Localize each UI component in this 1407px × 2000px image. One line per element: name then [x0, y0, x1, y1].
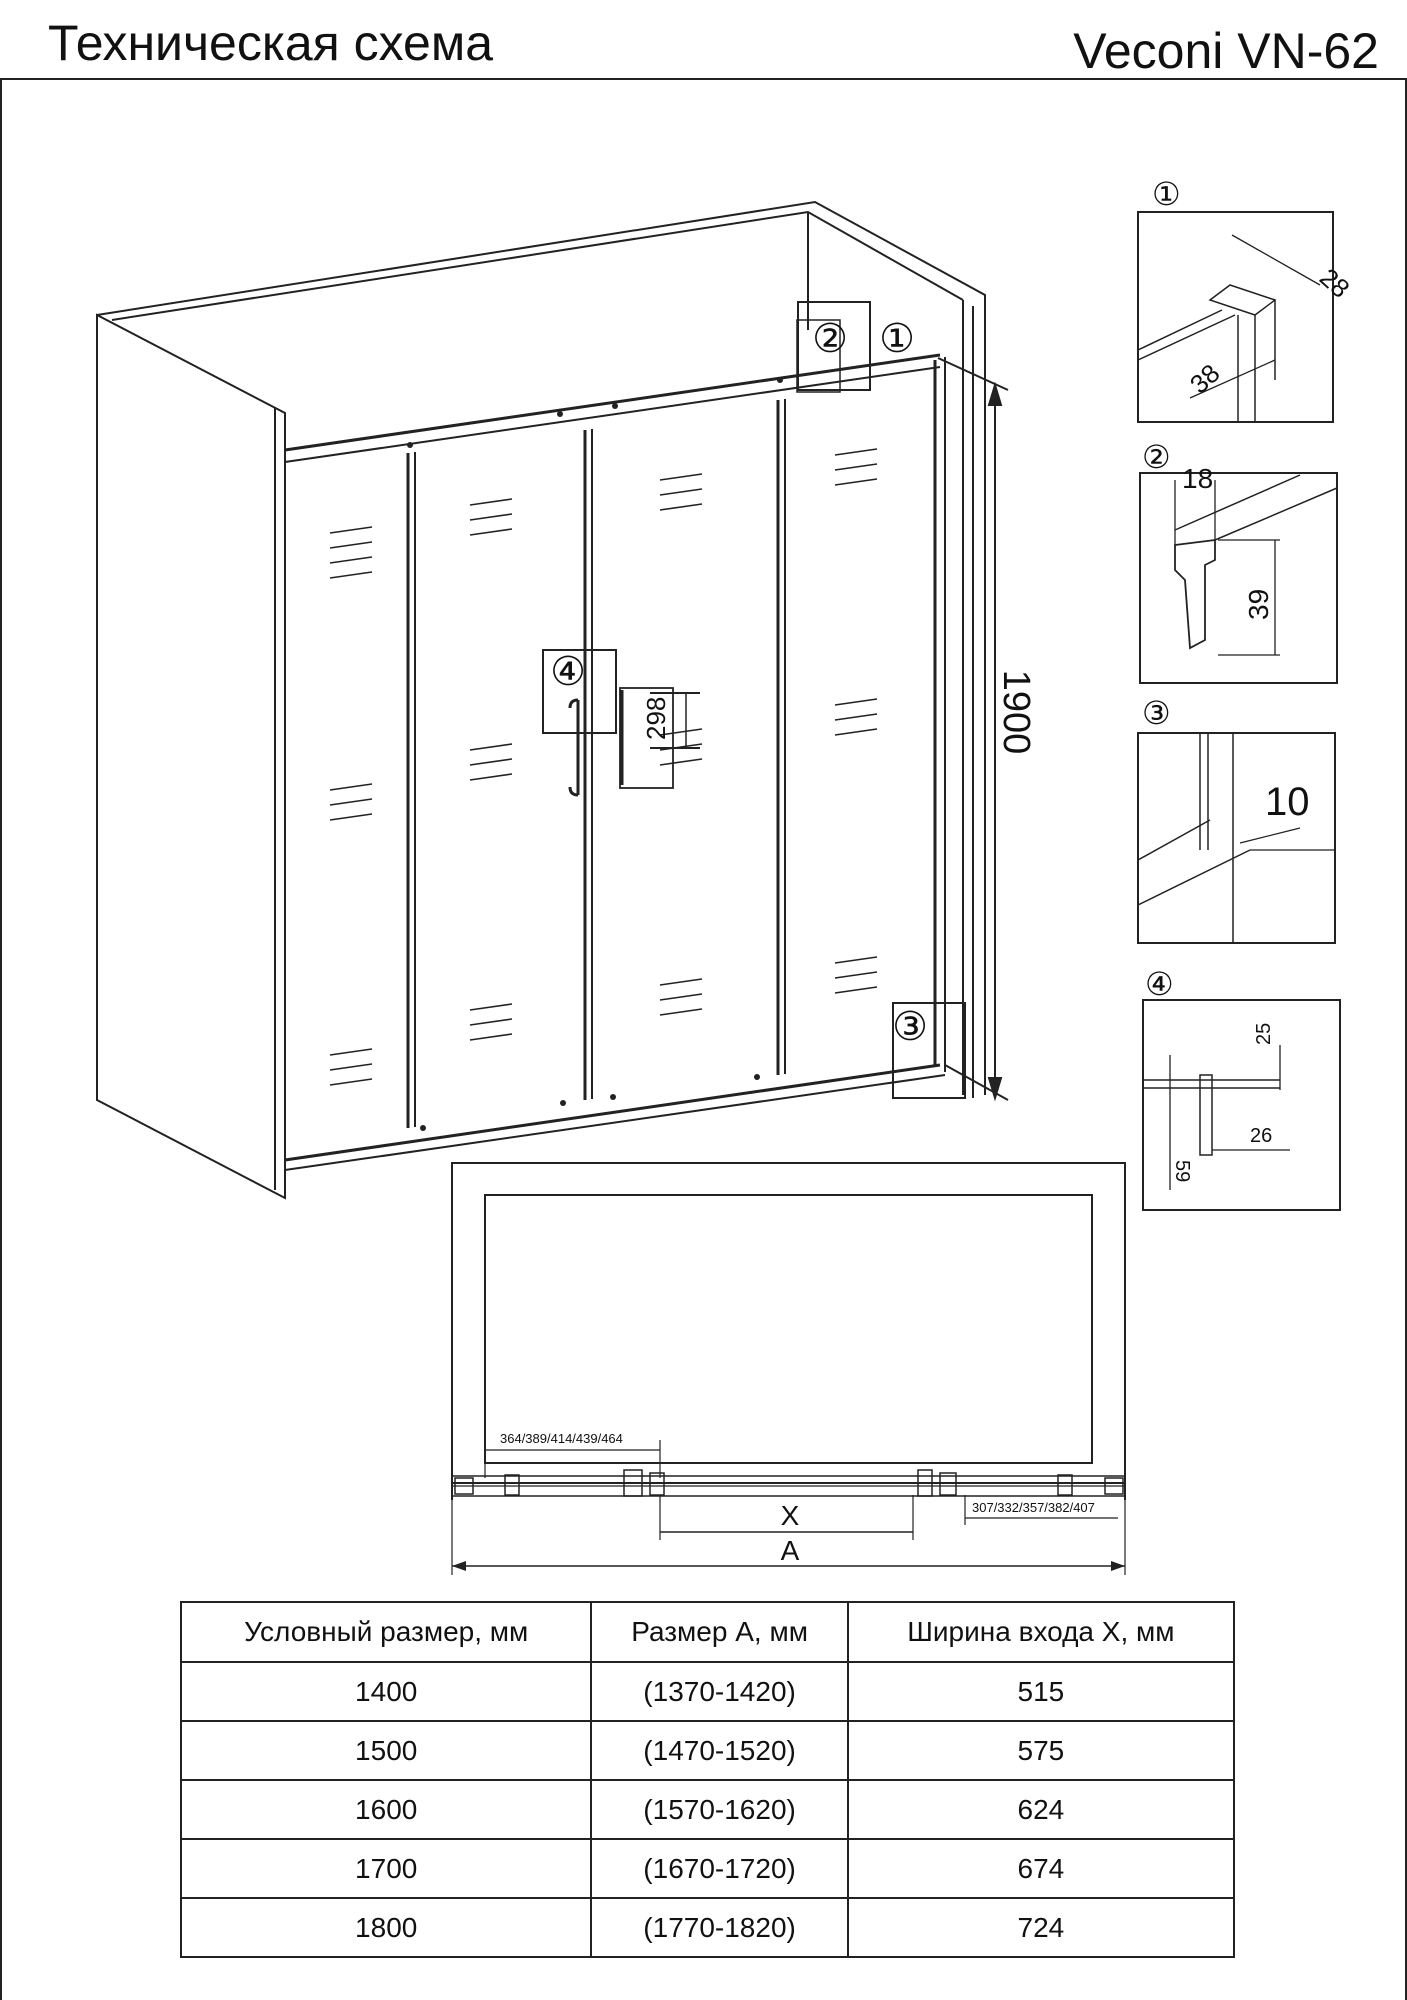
table-row: 1400 (1370-1420) 515: [179, 1661, 1236, 1722]
detail-4-dim-c: 59: [1171, 1160, 1193, 1182]
frame-border-right: [1405, 78, 1407, 2000]
header-nominal-size: Условный размер, мм: [179, 1601, 593, 1663]
table-row: 1600 (1570-1620) 624: [179, 1779, 1236, 1840]
detail-4-label: ④: [1145, 965, 1174, 1003]
entry-width-cell: 515: [846, 1661, 1236, 1722]
detail-4: ④ 25 26 59: [1142, 965, 1341, 1211]
callout-box-3: [892, 1002, 966, 1099]
detail-4-dim-a: 25: [1253, 1023, 1275, 1045]
detail-1: ① 28 38: [1137, 175, 1356, 423]
nominal-size-cell: 1600: [179, 1779, 593, 1840]
nominal-size-cell: 1500: [179, 1720, 593, 1781]
nominal-size-cell: 1700: [179, 1838, 593, 1899]
header-divider: [0, 78, 1407, 80]
size-a-cell: (1670-1720): [590, 1838, 849, 1899]
nominal-size-cell: 1400: [179, 1661, 593, 1722]
callout-2-label: ②: [812, 316, 848, 362]
detail-2-label: ②: [1142, 438, 1171, 476]
shower-iso-view: ② ① ③ ④ 298 1900: [96, 200, 1037, 1200]
callout-4-label: ④: [550, 649, 586, 695]
plan-view: 364/389/414/439/464 307/332/357/382/407 …: [451, 1162, 1126, 1575]
size-a-cell: (1570-1620): [590, 1779, 849, 1840]
a-dim-label: A: [781, 1535, 800, 1566]
height-dim-label: 1900: [995, 670, 1037, 755]
height-dimension: 1900: [937, 357, 1037, 1102]
detail-4-dim-b: 26: [1250, 1125, 1272, 1147]
handle-dimension: 298: [619, 687, 700, 789]
frame-border-left: [0, 78, 2, 2000]
table-header-row: Условный размер, мм Размер А, мм Ширина …: [179, 1601, 1236, 1663]
table-row: 1700 (1670-1720) 674: [179, 1838, 1236, 1899]
callout-box-4: [542, 649, 617, 734]
detail-1-dim-a: 28: [1314, 262, 1356, 304]
model-name: Veconi VN-62: [1073, 23, 1379, 79]
entry-width-cell: 624: [846, 1779, 1236, 1840]
header-entry-width: Ширина входа X, мм: [846, 1601, 1236, 1663]
size-a-cell: (1370-1420): [590, 1661, 849, 1722]
x-dim-label: X: [781, 1500, 800, 1531]
detail-1-dim-b: 38: [1184, 358, 1226, 400]
header-size-a: Размер А, мм: [590, 1601, 849, 1663]
right-offset-dims: 307/332/357/382/407: [972, 1500, 1095, 1515]
detail-3-label: ③: [1142, 694, 1171, 732]
page-title: Техническая схема: [48, 15, 494, 71]
size-a-cell: (1470-1520): [590, 1720, 849, 1781]
entry-width-cell: 724: [846, 1897, 1236, 1958]
callout-3-label: ③: [892, 1004, 928, 1050]
callout-1-label: ①: [879, 316, 915, 362]
detail-3: ③ 10: [1137, 694, 1336, 944]
table-row: 1800 (1770-1820) 724: [179, 1897, 1236, 1958]
size-a-cell: (1770-1820): [590, 1897, 849, 1958]
table-row: 1500 (1470-1520) 575: [179, 1720, 1236, 1781]
detail-3-dim: 10: [1265, 780, 1310, 824]
detail-2-dim-a: 18: [1182, 463, 1213, 494]
detail-2-dim-b: 39: [1243, 589, 1274, 620]
detail-1-label: ①: [1152, 175, 1181, 213]
handle-dim-label: 298: [641, 697, 671, 740]
nominal-size-cell: 1800: [179, 1897, 593, 1958]
entry-width-cell: 575: [846, 1720, 1236, 1781]
technical-drawing: ② ① ③ ④ 298 1900 ① 2: [96, 175, 1356, 1575]
size-table: Условный размер, мм Размер А, мм Ширина …: [179, 1601, 1236, 1958]
detail-2: ② 18 39: [1139, 438, 1338, 684]
callout-box-1: [797, 301, 871, 391]
entry-width-cell: 674: [846, 1838, 1236, 1899]
left-offset-dims: 364/389/414/439/464: [500, 1431, 623, 1446]
